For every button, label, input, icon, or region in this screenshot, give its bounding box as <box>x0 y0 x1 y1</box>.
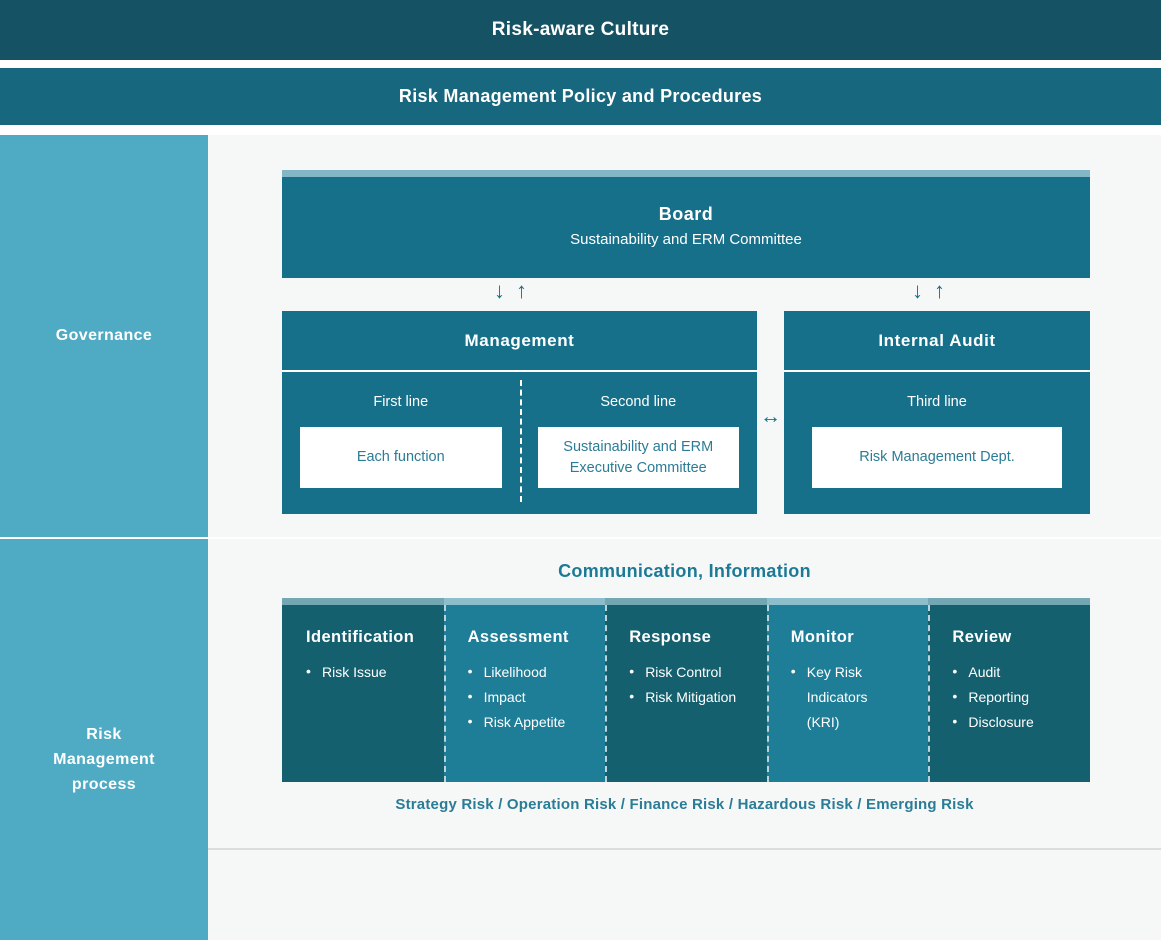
process-column-accent-bar <box>282 598 444 605</box>
sidebar-label-governance: Governance <box>0 135 208 537</box>
arrow-up-icon: ↑ <box>516 278 527 303</box>
process-column-identification: IdentificationRisk Issue <box>282 598 444 782</box>
row-governance: Governance Board Sustainability and ERM … <box>0 135 1161 537</box>
diagram-body: Governance Board Sustainability and ERM … <box>0 135 1161 940</box>
process-column-monitor: MonitorKey Risk Indicators (KRI) <box>766 598 929 782</box>
standard-text-block: The three lines model in risk management… <box>208 849 1161 940</box>
process-column-items: Key Risk Indicators (KRI) <box>791 659 929 735</box>
process-column-review: ReviewAuditReportingDisclosure <box>928 598 1090 782</box>
second-line-column: Second line Sustainability and ERM Execu… <box>519 372 758 502</box>
process-column-items: Risk Issue <box>306 659 444 685</box>
third-line-column: Third line Risk Management Dept. <box>784 372 1090 514</box>
process-column-accent-bar <box>928 598 1090 605</box>
standard-content: The three lines model in risk management… <box>208 849 1161 940</box>
risk-types-list: Strategy Risk / Operation Risk / Finance… <box>395 796 974 813</box>
third-line-entity: Risk Management Dept. <box>812 427 1062 488</box>
list-item: Disclosure <box>952 709 1090 735</box>
communication-information-title: Communication, Information <box>558 561 811 581</box>
process-label-text: Risk Management process <box>53 726 155 793</box>
divider-governance-process <box>0 537 1161 539</box>
list-item: Risk Appetite <box>468 709 606 735</box>
management-box: Management First line Each function Seco… <box>282 311 757 514</box>
process-column-title: Assessment <box>467 628 569 646</box>
first-line-column: First line Each function <box>282 372 520 488</box>
governance-label-text: Governance <box>55 326 153 344</box>
board-arrow-row: ↓ ↑ ↓ ↑ <box>282 278 1090 311</box>
process-column-title: Response <box>629 628 712 646</box>
list-item: Key Risk Indicators (KRI) <box>791 659 877 735</box>
process-columns: IdentificationRisk IssueAssessmentLikeli… <box>282 598 1090 782</box>
band-risk-aware-culture: Risk-aware Culture <box>0 0 1161 60</box>
first-line-label: First line <box>373 394 429 410</box>
board-subtitle: Sustainability and ERM Committee <box>570 231 802 248</box>
process-column-accent-bar <box>766 598 929 605</box>
arrow-down-icon: ↓ <box>494 278 505 303</box>
governance-content: Board Sustainability and ERM Committee ↓… <box>208 135 1161 537</box>
list-item: Audit <box>952 659 1090 685</box>
bidirectional-arrow-icon: ↔ <box>760 405 781 428</box>
second-line-label: Second line <box>600 394 677 410</box>
row-risk-management-standard: Risk Management Standard The three lines… <box>0 849 1161 940</box>
list-item: Reporting <box>952 684 1090 710</box>
second-line-entity: Sustainability and ERM Executive Committ… <box>537 427 739 488</box>
process-column-title: Monitor <box>790 628 855 646</box>
sidebar-label-standard: Risk Management Standard <box>0 849 208 940</box>
process-column-title: Review <box>952 628 1012 646</box>
governance-inner: Board Sustainability and ERM Committee ↓… <box>282 170 1090 514</box>
first-line-entity: Each function <box>300 427 502 488</box>
internal-audit-header: Internal Audit <box>784 311 1090 372</box>
board-box: Board Sustainability and ERM Committee <box>282 170 1090 278</box>
process-column-items: Risk ControlRisk Mitigation <box>629 659 767 710</box>
process-column-response: ResponseRisk ControlRisk Mitigation <box>605 598 767 782</box>
divider-process-standard <box>208 848 1161 850</box>
list-item: Risk Issue <box>306 659 444 685</box>
band-policy-label: Risk Management Policy and Procedures <box>398 86 763 106</box>
list-item: Likelihood <box>468 659 606 685</box>
arrow-pair-internal-audit: ↓ ↑ <box>912 280 945 302</box>
process-column-accent-bar <box>605 598 767 605</box>
arrow-pair-management: ↓ ↑ <box>494 280 527 302</box>
management-header: Management <box>282 311 757 372</box>
arrow-up-icon: ↑ <box>934 278 945 303</box>
band-culture-label: Risk-aware Culture <box>491 19 670 40</box>
internal-audit-box: Internal Audit Third line Risk Managemen… <box>784 311 1090 514</box>
process-column-items: AuditReportingDisclosure <box>952 659 1090 735</box>
band-risk-management-policy: Risk Management Policy and Procedures <box>0 68 1161 125</box>
governance-columns: Management First line Each function Seco… <box>282 311 1090 514</box>
standard-line-1: The three lines model in risk management <box>521 936 848 940</box>
list-item: Risk Mitigation <box>629 684 767 710</box>
arrow-down-icon: ↓ <box>912 278 923 303</box>
process-column-title: Identification <box>306 628 415 646</box>
third-line-label: Third line <box>907 394 967 410</box>
list-item: Risk Control <box>629 659 767 685</box>
management-lines: First line Each function Second line Sus… <box>282 372 757 510</box>
board-title: Board <box>658 204 714 224</box>
process-column-assessment: AssessmentLikelihoodImpactRisk Appetite <box>443 598 606 782</box>
list-item: Impact <box>468 684 606 710</box>
process-column-items: LikelihoodImpactRisk Appetite <box>468 659 606 735</box>
process-column-accent-bar <box>443 598 606 605</box>
